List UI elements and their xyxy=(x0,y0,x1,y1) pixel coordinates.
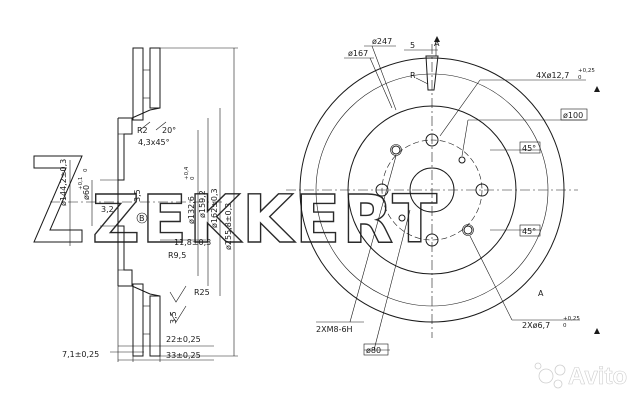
brand-logo: ZEKKERT xyxy=(33,155,439,259)
brand-text: ZEKKERT xyxy=(92,181,439,258)
label-holes4-tol0: 0 xyxy=(578,75,582,81)
label-d255: ø255,8±0,3 xyxy=(224,203,233,250)
section-view: B ø144,2±0,3 ø60 +0,1 0 3,2 3,5 R2 20° 4… xyxy=(50,47,238,362)
label-w32: 3,2 xyxy=(101,205,114,214)
triangle-marker-3 xyxy=(434,36,440,42)
bolt-hole-right xyxy=(475,183,489,197)
thread-hole-2 xyxy=(463,225,473,235)
label-d162: ø162±0,3 xyxy=(210,188,219,228)
thread-hole-2-outer xyxy=(462,224,474,236)
thread-hole-1-outer xyxy=(390,144,402,156)
box-d100 xyxy=(560,108,588,121)
label-holes4: 4Xø12,7 xyxy=(536,71,569,80)
label-ang1: 45° xyxy=(522,144,536,153)
watermark-dot-3 xyxy=(553,379,563,389)
label-d144: ø144,2±0,3 xyxy=(59,159,68,206)
label-chamfer: 4,3x45° xyxy=(138,138,170,147)
label-w22: 22±0,25 xyxy=(166,335,201,344)
box-ang1 xyxy=(519,141,541,154)
center-bore xyxy=(409,167,455,213)
logo-z-mark xyxy=(33,155,83,243)
label-d132-tol0: 0 xyxy=(190,176,196,180)
label-thread: 2XM8-6H xyxy=(316,325,353,334)
label-holes2-tol: +0,25 xyxy=(563,316,580,322)
front-view: ø247 ø167 5 A R 4Xø12,7 +0,25 0 ø100 45°… xyxy=(286,36,600,356)
label-w118: 11,8±0,3 xyxy=(174,238,211,247)
locating-hole-2 xyxy=(398,214,406,222)
leader-holes4 xyxy=(439,79,481,137)
outer-plate-top xyxy=(132,47,144,121)
hat-outer xyxy=(347,105,517,275)
label-d60-tol0: 0 xyxy=(83,168,89,172)
label-d80: ø80 xyxy=(366,346,381,355)
triangle-marker-1 xyxy=(594,86,600,92)
outer-rim xyxy=(299,57,565,323)
locating-hole-1 xyxy=(458,156,466,164)
surface-finish-mark-1 xyxy=(169,285,187,303)
leader-d167 xyxy=(369,57,393,109)
label-d167: ø167 xyxy=(348,49,368,58)
label-w5: 5 xyxy=(410,41,415,50)
label-holes2-tol0: 0 xyxy=(563,323,567,329)
watermark-dot-1 xyxy=(538,368,554,384)
label-w35b: 3,5 xyxy=(169,311,178,324)
outer-plate-bottom xyxy=(132,283,144,357)
bolt-hole-bottom xyxy=(425,233,439,247)
leader-d100 xyxy=(461,119,469,157)
leader-thread xyxy=(349,155,397,323)
label-a-bottom: A xyxy=(538,289,544,298)
label-a-top: A xyxy=(434,39,440,48)
hub-profile-top xyxy=(118,117,133,181)
label-w33: 33±0,25 xyxy=(166,351,201,360)
label-marker-b: B xyxy=(139,214,145,223)
label-r: R xyxy=(410,71,416,80)
label-w71: 7,1±0,25 xyxy=(62,350,99,359)
label-20deg: 20° xyxy=(162,126,176,135)
label-d132: ø132,6 xyxy=(187,196,196,224)
hub-wall-hatch-top xyxy=(117,133,125,181)
label-d159: ø159,2 xyxy=(198,190,207,218)
thread-hole-1 xyxy=(391,145,401,155)
label-r25: R25 xyxy=(194,288,210,297)
inner-plate-top xyxy=(149,47,161,109)
leader-20deg xyxy=(155,121,167,131)
leader-r2 xyxy=(139,121,151,131)
label-d247: ø247 xyxy=(372,37,392,46)
surface-finish-mark-2 xyxy=(169,305,187,323)
hat-neck-bottom xyxy=(131,285,161,297)
watermark: Avito xyxy=(534,362,627,390)
watermark-dot-4 xyxy=(534,362,542,370)
watermark-text: Avito xyxy=(568,363,627,390)
watermark-dot-2 xyxy=(554,364,566,376)
label-holes4-tol: +0,25 xyxy=(578,68,595,74)
inner-plate-bottom xyxy=(149,295,161,357)
leader-holes2 xyxy=(469,235,513,321)
leader-d80 xyxy=(373,209,411,351)
label-r2: R2 xyxy=(137,126,148,135)
label-ang2: 45° xyxy=(522,227,536,236)
label-r95: R9,5 xyxy=(168,251,186,260)
leader-d247 xyxy=(371,45,397,111)
hat-neck-top xyxy=(131,107,161,119)
datum-marker-b xyxy=(136,212,148,224)
box-ang2 xyxy=(519,224,541,237)
label-holes2: 2Xø6,7 xyxy=(522,321,550,330)
label-d60-tol: +0,1 xyxy=(78,177,84,190)
section-flag xyxy=(425,55,439,91)
bolt-circle xyxy=(381,139,483,241)
friction-ring-inner xyxy=(315,73,549,307)
label-w35a: 3,5 xyxy=(133,189,142,202)
label-d132-tol: +0,4 xyxy=(184,166,190,180)
triangle-marker-2 xyxy=(594,328,600,334)
bolt-hole-left xyxy=(375,183,389,197)
box-d80 xyxy=(363,343,389,356)
leader-r xyxy=(415,77,429,85)
bolt-hole-top xyxy=(425,133,439,147)
label-d60: ø60 xyxy=(82,185,91,200)
label-d100: ø100 xyxy=(563,111,583,120)
